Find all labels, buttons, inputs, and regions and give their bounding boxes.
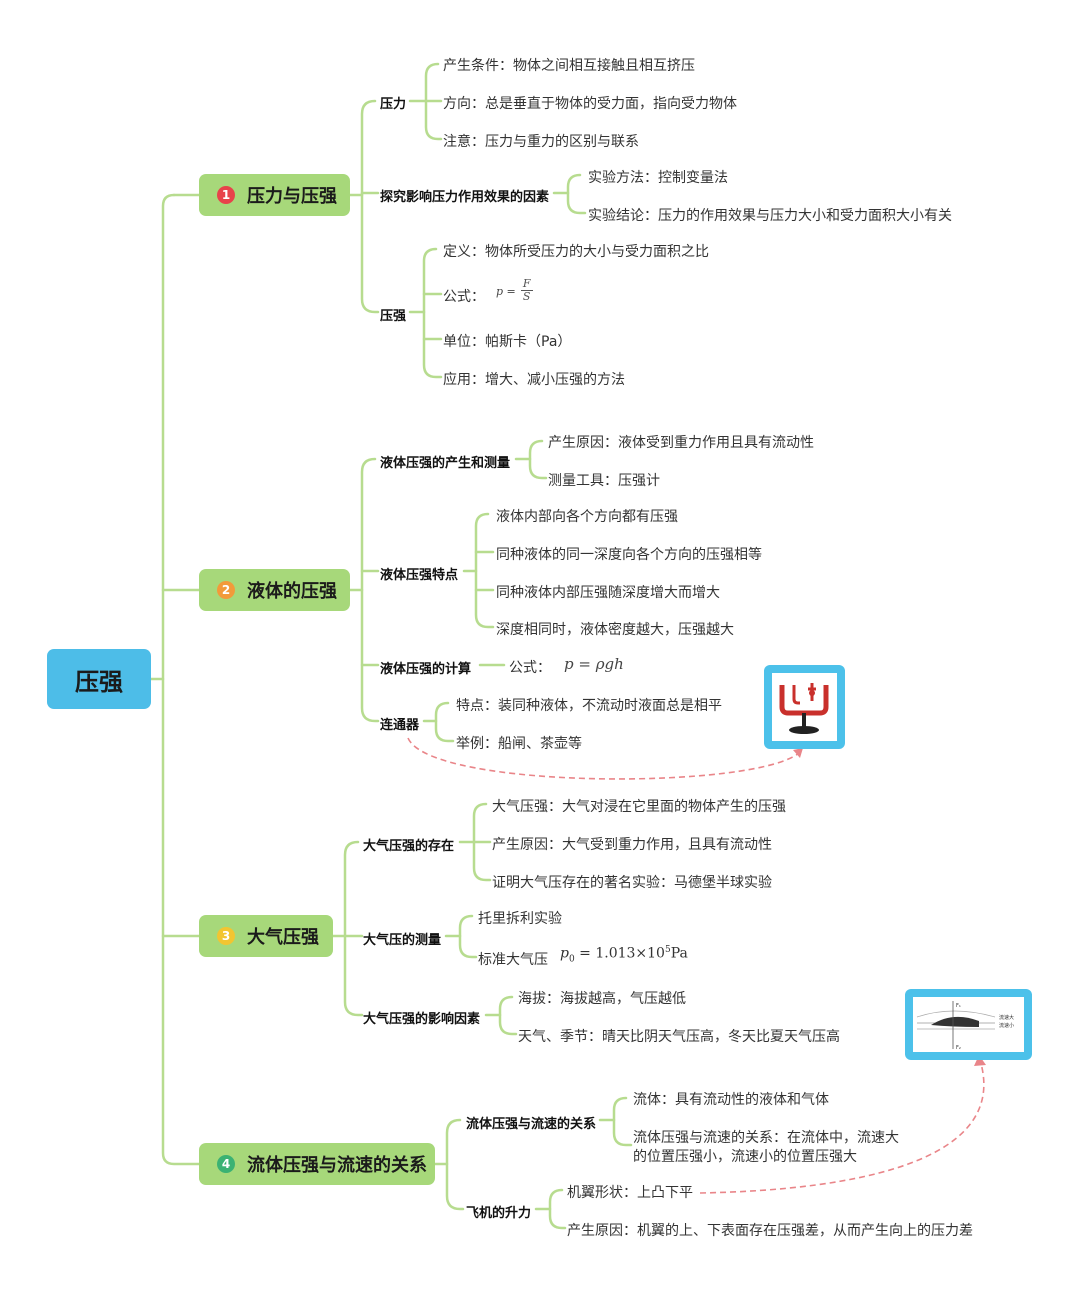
leaf-item: 产生条件：物体之间相互接触且相互挤压 (443, 58, 695, 74)
formula-standard-pressure: p0 = 1.013×105Pa (560, 945, 688, 965)
leaf-item: 注意：压力与重力的区别与联系 (443, 134, 639, 150)
leaf-item: 公式： (443, 289, 485, 305)
leaf-item: 实验结论：压力的作用效果与压力大小和受力面积大小有关 (588, 208, 952, 224)
sub-liquid-calc[interactable]: 液体压强的计算 (380, 662, 472, 677)
formula-rho-g-h: p = ρgh (564, 655, 624, 673)
leaf-item: 液体内部向各个方向都有压强 (496, 509, 678, 525)
sub-airplane-lift[interactable]: 飞机的升力 (466, 1206, 532, 1221)
leaf-item: 方向：总是垂直于物体的受力面，指向受力物体 (443, 96, 737, 112)
topic-fluid-velocity[interactable]: 4 流体压强与流速的关系 (199, 1143, 435, 1185)
leaf-item: 公式： (509, 660, 551, 676)
leaf-item: 同种液体内部压强随深度增大而增大 (496, 585, 720, 601)
leaf-item: 托里拆利实验 (478, 911, 562, 927)
leaf-item: 实验方法：控制变量法 (588, 170, 728, 186)
svg-text:流速大: 流速大 (999, 1014, 1014, 1021)
svg-text:F₂: F₂ (956, 1045, 961, 1051)
topic-label: 流体压强与流速的关系 (247, 1155, 427, 1176)
leaf-item: 测量工具：压强计 (548, 473, 660, 489)
leaf-item: 同种液体的同一深度向各个方向的压强相等 (496, 547, 762, 563)
leaf-item: 机翼形状：上凸下平 (567, 1185, 693, 1201)
topic-atmospheric-pressure[interactable]: 3 大气压强 (199, 915, 333, 957)
leaf-item: 深度相同时，液体密度越大，压强越大 (496, 622, 734, 638)
leaf-item: 流体压强与流速的关系：在流体中，流速大 (633, 1130, 899, 1146)
leaf-item: 产生原因：机翼的上、下表面存在压强差，从而产生向上的压力差 (567, 1223, 973, 1239)
leaf-item: 定义：物体所受压力的大小与受力面积之比 (443, 244, 709, 260)
connected-vessel-image (764, 665, 845, 749)
wing-airflow-image: F₁ F₂ 流速大 流速小 (905, 989, 1032, 1060)
svg-text:流速小: 流速小 (999, 1022, 1014, 1029)
leaf-item: 产生原因：大气受到重力作用，且具有流动性 (492, 837, 772, 853)
leaf-item: 大气压强：大气对浸在它里面的物体产生的压强 (492, 799, 786, 815)
wing-illustration-icon: F₁ F₂ 流速大 流速小 (916, 1001, 1014, 1051)
badge-1: 1 (217, 186, 235, 204)
leaf-item: 天气、季节：晴天比阴天气压高，冬天比夏天气压高 (518, 1029, 840, 1045)
sub-liquid-origin[interactable]: 液体压强的产生和测量 (380, 456, 511, 471)
topic-pressure-force[interactable]: 1 压力与压强 (199, 174, 350, 216)
svg-text:F₁: F₁ (956, 1003, 961, 1009)
sub-pressure-intensity[interactable]: 压强 (380, 309, 407, 324)
leaf-item: 特点：装同种液体，不流动时液面总是相平 (456, 698, 722, 714)
leaf-item: 举例：船闸、茶壶等 (456, 736, 582, 752)
leaf-item: 的位置压强小，流速小的位置压强大 (633, 1149, 857, 1165)
badge-3: 3 (217, 927, 235, 945)
sub-experiment[interactable]: 探究影响压力作用效果的因素 (380, 190, 550, 205)
leaf-item: 证明大气压存在的著名实验：马德堡半球实验 (492, 875, 772, 891)
sub-connected-vessel[interactable]: 连通器 (380, 718, 420, 733)
topic-liquid-pressure[interactable]: 2 液体的压强 (199, 569, 350, 611)
badge-2: 2 (217, 581, 235, 599)
leaf-item: 标准大气压 (478, 952, 548, 968)
topic-label: 液体的压强 (247, 581, 337, 602)
topic-label: 压力与压强 (247, 186, 337, 207)
vessel-illustration-icon (779, 683, 829, 734)
sub-atm-measure[interactable]: 大气压的测量 (363, 933, 442, 948)
sub-atm-factors[interactable]: 大气压强的影响因素 (363, 1012, 481, 1027)
sub-pressure[interactable]: 压力 (380, 97, 407, 112)
topic-label: 大气压强 (247, 927, 319, 948)
sub-atm-existence[interactable]: 大气压强的存在 (363, 839, 455, 854)
leaf-item: 海拔：海拔越高，气压越低 (518, 991, 686, 1007)
leaf-item: 流体：具有流动性的液体和气体 (633, 1092, 829, 1108)
sub-fluid-relation[interactable]: 流体压强与流速的关系 (466, 1117, 597, 1132)
leaf-item: 单位：帕斯卡（Pa） (443, 334, 572, 350)
leaf-item: 产生原因：液体受到重力作用且具有流动性 (548, 435, 814, 451)
leaf-item: 应用：增大、减小压强的方法 (443, 372, 625, 388)
badge-4: 4 (217, 1155, 235, 1173)
sub-liquid-features[interactable]: 液体压强特点 (380, 568, 459, 583)
root-node[interactable]: 压强 (47, 649, 151, 709)
